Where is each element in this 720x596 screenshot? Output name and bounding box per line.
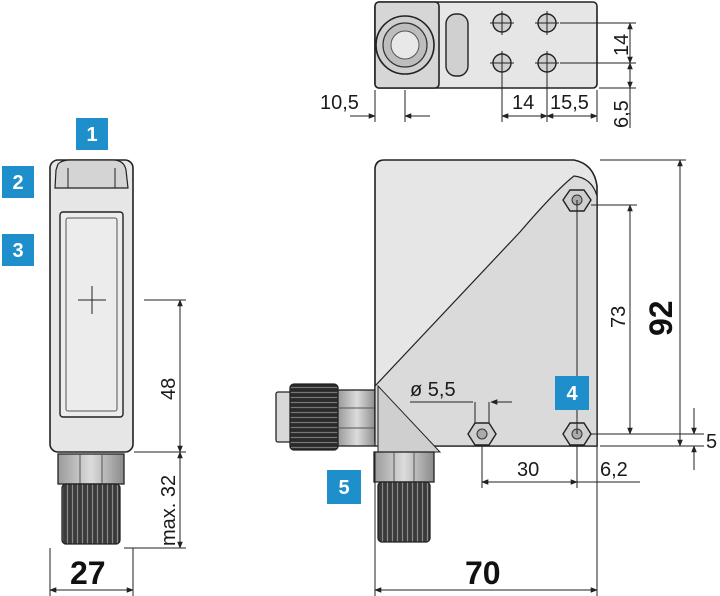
svg-text:2: 2 bbox=[12, 172, 23, 194]
dim-70: 70 bbox=[465, 555, 501, 591]
dim-10-5: 10,5 bbox=[320, 92, 359, 114]
marker-1: 1 bbox=[76, 118, 108, 150]
dim-92: 92 bbox=[643, 300, 679, 336]
front-view bbox=[275, 159, 704, 596]
dim-27: 27 bbox=[70, 555, 106, 591]
svg-text:1: 1 bbox=[86, 124, 97, 146]
marker-3: 3 bbox=[2, 234, 34, 266]
dim-15-5: 15,5 bbox=[550, 92, 589, 114]
front-lens-window bbox=[59, 211, 124, 418]
dim-30: 30 bbox=[517, 459, 539, 481]
dim-14-horizontal: 14 bbox=[512, 92, 534, 114]
dim-hole-diameter: ø 5,5 bbox=[410, 379, 456, 401]
side-view bbox=[49, 159, 186, 596]
marker-4: 4 bbox=[555, 376, 589, 410]
dim-73: 73 bbox=[608, 306, 630, 328]
svg-text:3: 3 bbox=[12, 240, 23, 262]
dim-max-32: max. 32 bbox=[158, 475, 180, 546]
dim-48: 48 bbox=[158, 378, 180, 400]
slot-window bbox=[445, 13, 469, 77]
dim-6-2: 6,2 bbox=[600, 459, 628, 481]
dim-6-5: 6,5 bbox=[611, 100, 633, 128]
dim-5: 5 bbox=[706, 431, 717, 453]
dim-14-vertical: 14 bbox=[611, 34, 633, 56]
mounting-holes-top bbox=[490, 11, 559, 75]
marker-5: 5 bbox=[327, 470, 361, 504]
top-view bbox=[350, 1, 636, 128]
marker-2: 2 bbox=[2, 166, 34, 198]
svg-text:4: 4 bbox=[566, 383, 578, 405]
svg-text:5: 5 bbox=[338, 477, 349, 499]
